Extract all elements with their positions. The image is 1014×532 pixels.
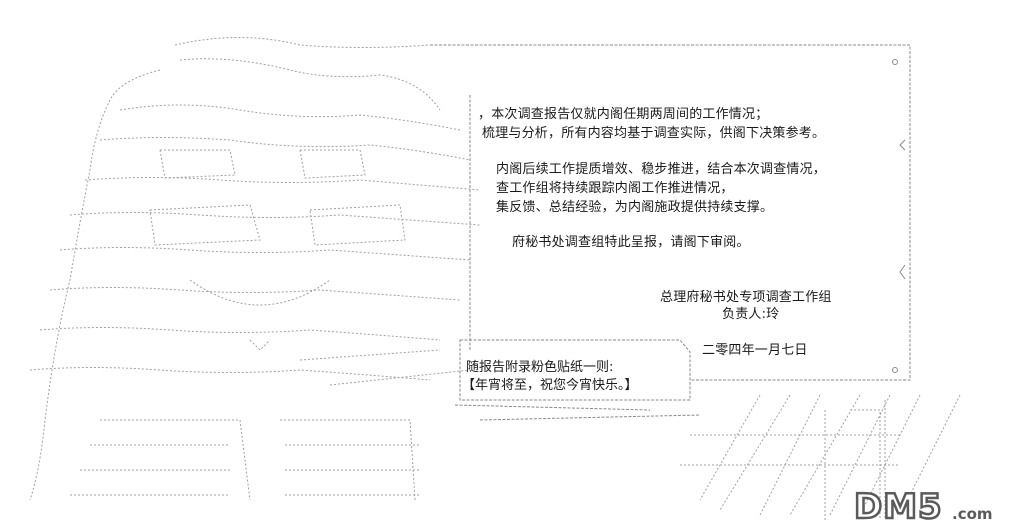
report-line-3: 内阁后续工作提质增效、稳步推进，结合本次调查情况， xyxy=(496,162,827,177)
report-date: 二零四年一月七日 xyxy=(702,343,808,358)
report-line-6: 府秘书处调查组特此呈报，请阁下审阅。 xyxy=(512,235,750,250)
logo-text: DM5 xyxy=(854,487,943,524)
signature-organization: 总理府秘书处专项调查工作组 xyxy=(660,290,832,305)
logo-suffix: .com xyxy=(952,505,993,523)
report-line-4: 查工作组将持续跟踪内阁工作推进情况， xyxy=(496,181,734,196)
sticky-note-line-2: 【年宵将至，祝您今宵快乐。】 xyxy=(462,378,638,393)
report-line-5: 集反馈、总结经验，为内阁施政提供持续支撑。 xyxy=(496,200,774,215)
sticky-note-line-1: 随报告附录粉色贴纸一则: xyxy=(466,360,614,375)
dm5-watermark-logo: DM5 .com xyxy=(853,486,993,524)
report-line-1: ，本次调查报告仅就内阁任期两周间的工作情况； xyxy=(478,107,769,122)
report-line-2: 梳理与分析，所有内容均基于调查实际，供阁下决策参考。 xyxy=(482,126,826,141)
signature-person: 负责人:玲 xyxy=(722,307,780,322)
